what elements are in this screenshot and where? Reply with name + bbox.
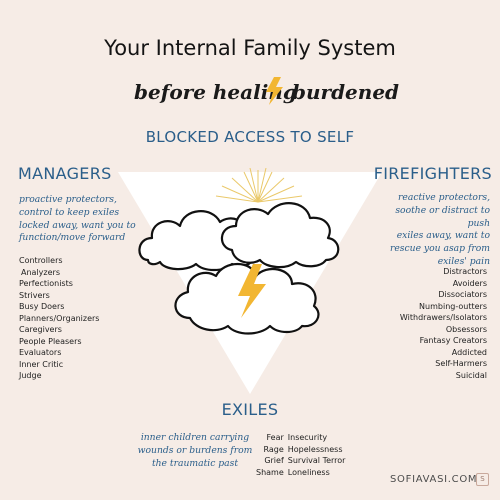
list-item: Numbing-outters bbox=[419, 301, 487, 311]
exile-emotion: Rage bbox=[263, 444, 284, 454]
brand-url[interactable]: SOFIAVASI.COM bbox=[390, 474, 478, 485]
exiles-description: inner children carrying wounds or burden… bbox=[137, 432, 253, 469]
list-item: Inner Critic bbox=[19, 359, 64, 369]
exile-emotion: Grief bbox=[264, 456, 284, 465]
exiles-emotions-list: Fear Insecurity Rage Hopelessness Grief … bbox=[256, 432, 345, 478]
firefighters-list: Distractors Avoiders Dissociators Numbin… bbox=[380, 266, 487, 381]
exile-belief: Hopelessness bbox=[287, 444, 343, 454]
list-item: Distractors bbox=[443, 267, 487, 276]
subtitle-burdened: burdened bbox=[292, 80, 400, 104]
list-item: Strivers bbox=[19, 290, 50, 300]
list-item: Controllers bbox=[19, 256, 63, 265]
managers-description: proactive protectors, control to keep ex… bbox=[19, 194, 136, 244]
blocked-access-label: BLOCKED ACCESS TO SELF bbox=[145, 128, 355, 146]
list-item: Perfectionists bbox=[19, 279, 73, 288]
list-item: Fantasy Creators bbox=[419, 336, 487, 345]
list-item: Judge bbox=[19, 371, 42, 380]
list-item: Addicted bbox=[451, 347, 487, 357]
exile-belief: Insecurity bbox=[287, 433, 328, 442]
list-item: Avoiders bbox=[452, 278, 487, 288]
storm-clouds-icon bbox=[138, 168, 340, 335]
exile-emotion: Shame bbox=[256, 467, 284, 477]
list-item: Analyzers bbox=[21, 267, 60, 277]
managers-heading: MANAGERS bbox=[18, 164, 112, 183]
list-item: Busy Doers bbox=[19, 302, 65, 311]
list-item: People Pleasers bbox=[19, 336, 82, 346]
page-title: Your Internal Family System bbox=[104, 36, 396, 60]
list-item: Suicidal bbox=[455, 370, 487, 380]
list-item: Caregivers bbox=[19, 325, 62, 334]
firefighters-heading: FIREFIGHTERS bbox=[373, 164, 492, 183]
firefighters-description: reactive protectors, soothe or distract … bbox=[389, 192, 490, 267]
managers-list: Controllers Analyzers Perfectionists Str… bbox=[19, 255, 99, 382]
list-item: Self-Harmers bbox=[435, 359, 487, 368]
brand-logo-badge: S bbox=[476, 473, 489, 486]
list-item: Evaluators bbox=[19, 348, 62, 357]
exiles-heading: EXILES bbox=[221, 400, 279, 419]
list-item: Dissociators bbox=[438, 290, 487, 299]
lightning-bolt-icon bbox=[266, 77, 283, 105]
exile-belief: Survival Terror bbox=[287, 456, 346, 465]
list-item: Obsessors bbox=[445, 324, 487, 334]
list-item: Planners/Organizers bbox=[19, 313, 100, 323]
exile-emotion: Fear bbox=[266, 433, 284, 442]
list-item: Withdrawers/Isolators bbox=[399, 313, 487, 322]
exile-belief: Loneliness bbox=[287, 467, 330, 477]
